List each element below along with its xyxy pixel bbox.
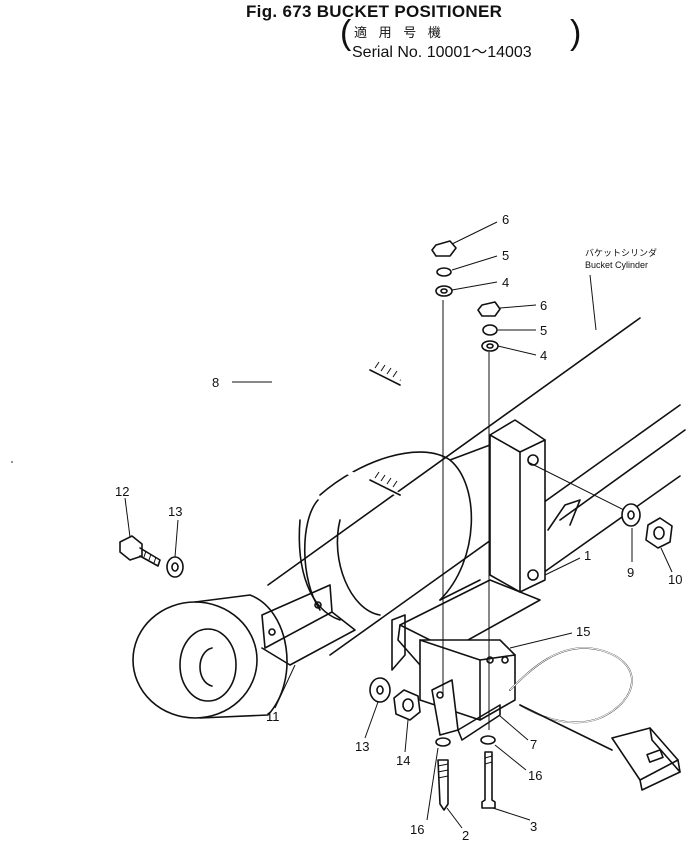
screw-2	[437, 759, 449, 811]
bolt-12	[119, 535, 161, 567]
serial-range: Serial No. 10001～14003	[352, 44, 532, 61]
switch-block-bracket	[397, 419, 546, 666]
part-label: 10	[668, 572, 682, 587]
part-label: 16	[528, 768, 542, 783]
mounting-bracket-long	[261, 584, 356, 666]
scan-speck	[11, 461, 13, 463]
part-label: 4	[502, 275, 509, 290]
washer-16-left	[435, 737, 451, 747]
screw-3	[481, 751, 496, 809]
part-label: 4	[540, 348, 547, 363]
part-label: 1	[584, 548, 591, 563]
fastener-stack-left	[431, 240, 457, 297]
part-label: 8	[212, 375, 219, 390]
washer-16-right	[480, 735, 496, 745]
switch-cable	[509, 647, 633, 751]
part-label: 6	[502, 212, 509, 227]
cylinder-callout-en: Bucket Cylinder	[585, 260, 648, 270]
cylinder-end-cap	[132, 594, 288, 719]
cylinder-body	[298, 444, 491, 621]
part-label: 5	[502, 248, 509, 263]
pin-axis	[527, 461, 629, 513]
applicable-models-label: 適 用 号 機	[354, 25, 445, 40]
part-label: 11	[266, 709, 280, 724]
nut-14	[393, 689, 421, 721]
bracket-left: (	[340, 14, 352, 52]
leader-lines	[124, 221, 673, 829]
washer-9	[621, 503, 641, 527]
fastener-stack-right	[477, 301, 501, 352]
part-label: 9	[627, 565, 634, 580]
part-label: 12	[115, 484, 129, 499]
part-label: 13	[168, 504, 182, 519]
bracket-right: )	[570, 14, 582, 52]
actuator-plate	[431, 679, 501, 741]
part-label: 2	[462, 828, 469, 843]
part-label: 5	[540, 323, 547, 338]
part-label: 7	[530, 737, 537, 752]
electrical-connector	[611, 727, 681, 791]
cylinder-callout-jp: バケットシリンダ	[585, 247, 657, 258]
u-bolt	[269, 319, 402, 498]
part-label: 16	[410, 822, 424, 837]
part-label: 15	[576, 624, 590, 639]
part-label: 3	[530, 819, 537, 834]
nut-10	[645, 517, 673, 549]
cylinder-leader-line	[589, 274, 597, 331]
part-label: 14	[396, 753, 410, 768]
washer-13-lower	[369, 677, 391, 703]
washer-13-upper	[166, 556, 184, 578]
part-label: 6	[540, 298, 547, 313]
part-label: 13	[355, 739, 369, 754]
figure-title: Fig. 673 BUCKET POSITIONER	[246, 2, 503, 21]
